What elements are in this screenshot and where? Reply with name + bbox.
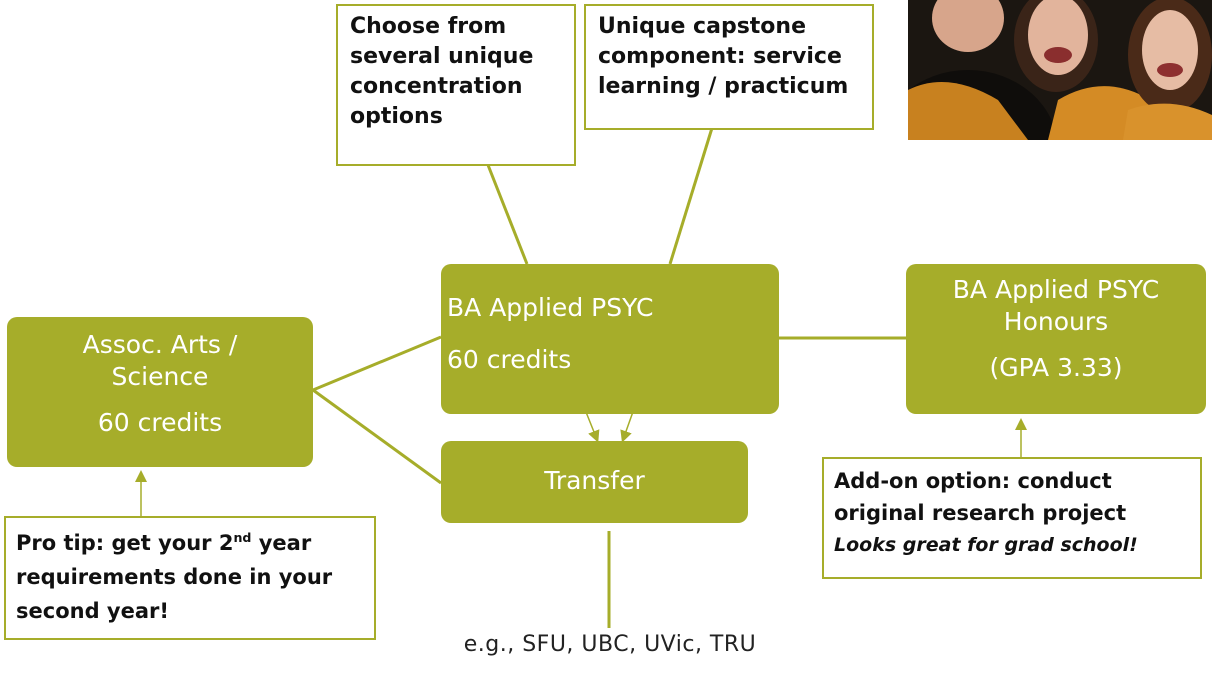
callout-capstone-line-1: Unique capstone — [598, 14, 807, 39]
node-ba-applied-psyc-honours: BA Applied PSYC Honours (GPA 3.33) — [906, 264, 1206, 414]
pro-tip-line-2: requirements done in your — [16, 565, 333, 589]
node-ba-applied-psyc: BA Applied PSYC 60 credits — [441, 264, 779, 414]
addon-line-3: Looks great for grad school! — [834, 534, 1138, 556]
callout-capstone-component: Unique capstone component: service learn… — [584, 4, 874, 130]
node-transfer: Transfer — [441, 441, 748, 523]
ba-title: BA Applied PSYC — [447, 293, 654, 322]
node-assoc-arts-science: Assoc. Arts / Science 60 credits — [7, 317, 313, 467]
connector-assoc-to-ba — [312, 335, 442, 392]
graduates-photo — [908, 0, 1212, 140]
pro-tip-text-b: year — [251, 531, 312, 555]
callout-concentration-line-4: options — [350, 104, 443, 129]
connector-capstone-to-ba — [668, 127, 714, 265]
transfer-label: Transfer — [544, 466, 645, 495]
honours-line-1: BA Applied PSYC — [952, 275, 1160, 304]
pro-tip-text-a: Pro tip: get your 2 — [16, 531, 234, 555]
pro-tip-line-1: Pro tip: get your 2nd year — [16, 526, 364, 560]
callout-add-on-option: Add-on option: conduct original research… — [822, 457, 1202, 579]
connector-assoc-to-transfer — [312, 388, 442, 485]
callout-capstone-line-3: learning / practicum — [598, 74, 849, 99]
addon-line-2: original research project — [834, 501, 1127, 525]
assoc-line-2: Science — [111, 362, 209, 391]
callout-concentration-line-1: Choose from — [350, 14, 507, 39]
honours-gpa: (GPA 3.33) — [989, 353, 1123, 382]
addon-line-1: Add-on option: conduct — [834, 469, 1112, 493]
callout-concentration-line-3: concentration — [350, 74, 523, 99]
transfer-destinations: e.g., SFU, UBC, UVic, TRU — [463, 632, 757, 657]
callout-concentration-options: Choose from several unique concentration… — [336, 4, 576, 166]
assoc-line-1: Assoc. Arts / — [82, 330, 238, 359]
connector-concentration-to-ba — [486, 164, 529, 265]
pro-tip-line-3: second year! — [16, 599, 169, 623]
callout-pro-tip: Pro tip: get your 2nd year requirements … — [4, 516, 376, 640]
pro-tip-superscript: nd — [233, 530, 252, 545]
assoc-credits: 60 credits — [97, 408, 223, 437]
ba-credits: 60 credits — [447, 345, 572, 374]
honours-line-2: Honours — [1003, 307, 1109, 336]
callout-capstone-line-2: component: service — [598, 44, 842, 69]
callout-concentration-line-2: several unique — [350, 44, 534, 69]
